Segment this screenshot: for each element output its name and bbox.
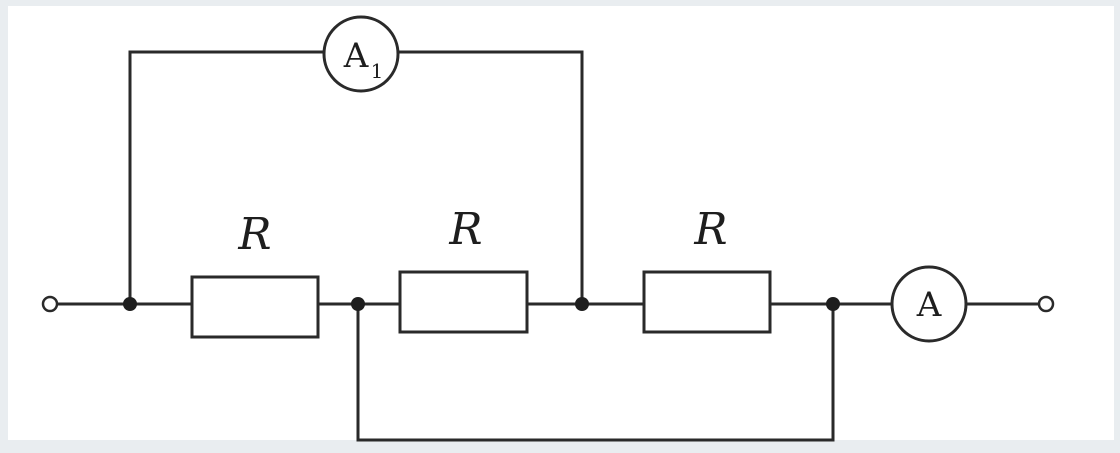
resistor-3-label: R (693, 204, 727, 255)
resistor-3 (642, 270, 772, 334)
junction-node (123, 297, 137, 311)
ammeter-main (890, 265, 968, 343)
resistor-2 (398, 270, 529, 334)
resistor-2-label: R (448, 204, 482, 255)
resistor-1-label: R (237, 209, 271, 260)
junction-node (351, 297, 365, 311)
output-terminal (1037, 295, 1055, 313)
wire-top-left (128, 50, 324, 304)
wire-bottom-bypass (356, 304, 835, 442)
input-terminal (41, 295, 59, 313)
ammeter-a1-symbol: A (343, 36, 369, 76)
ammeter-main-symbol: A (916, 285, 942, 325)
ammeter-a1 (322, 15, 400, 93)
junction-node (826, 297, 840, 311)
circuit-canvas (8, 6, 1114, 440)
junction-node (575, 297, 589, 311)
wire-top-right (398, 50, 584, 304)
ammeter-a1-subscript: 1 (371, 59, 384, 83)
resistor-1 (190, 275, 320, 339)
